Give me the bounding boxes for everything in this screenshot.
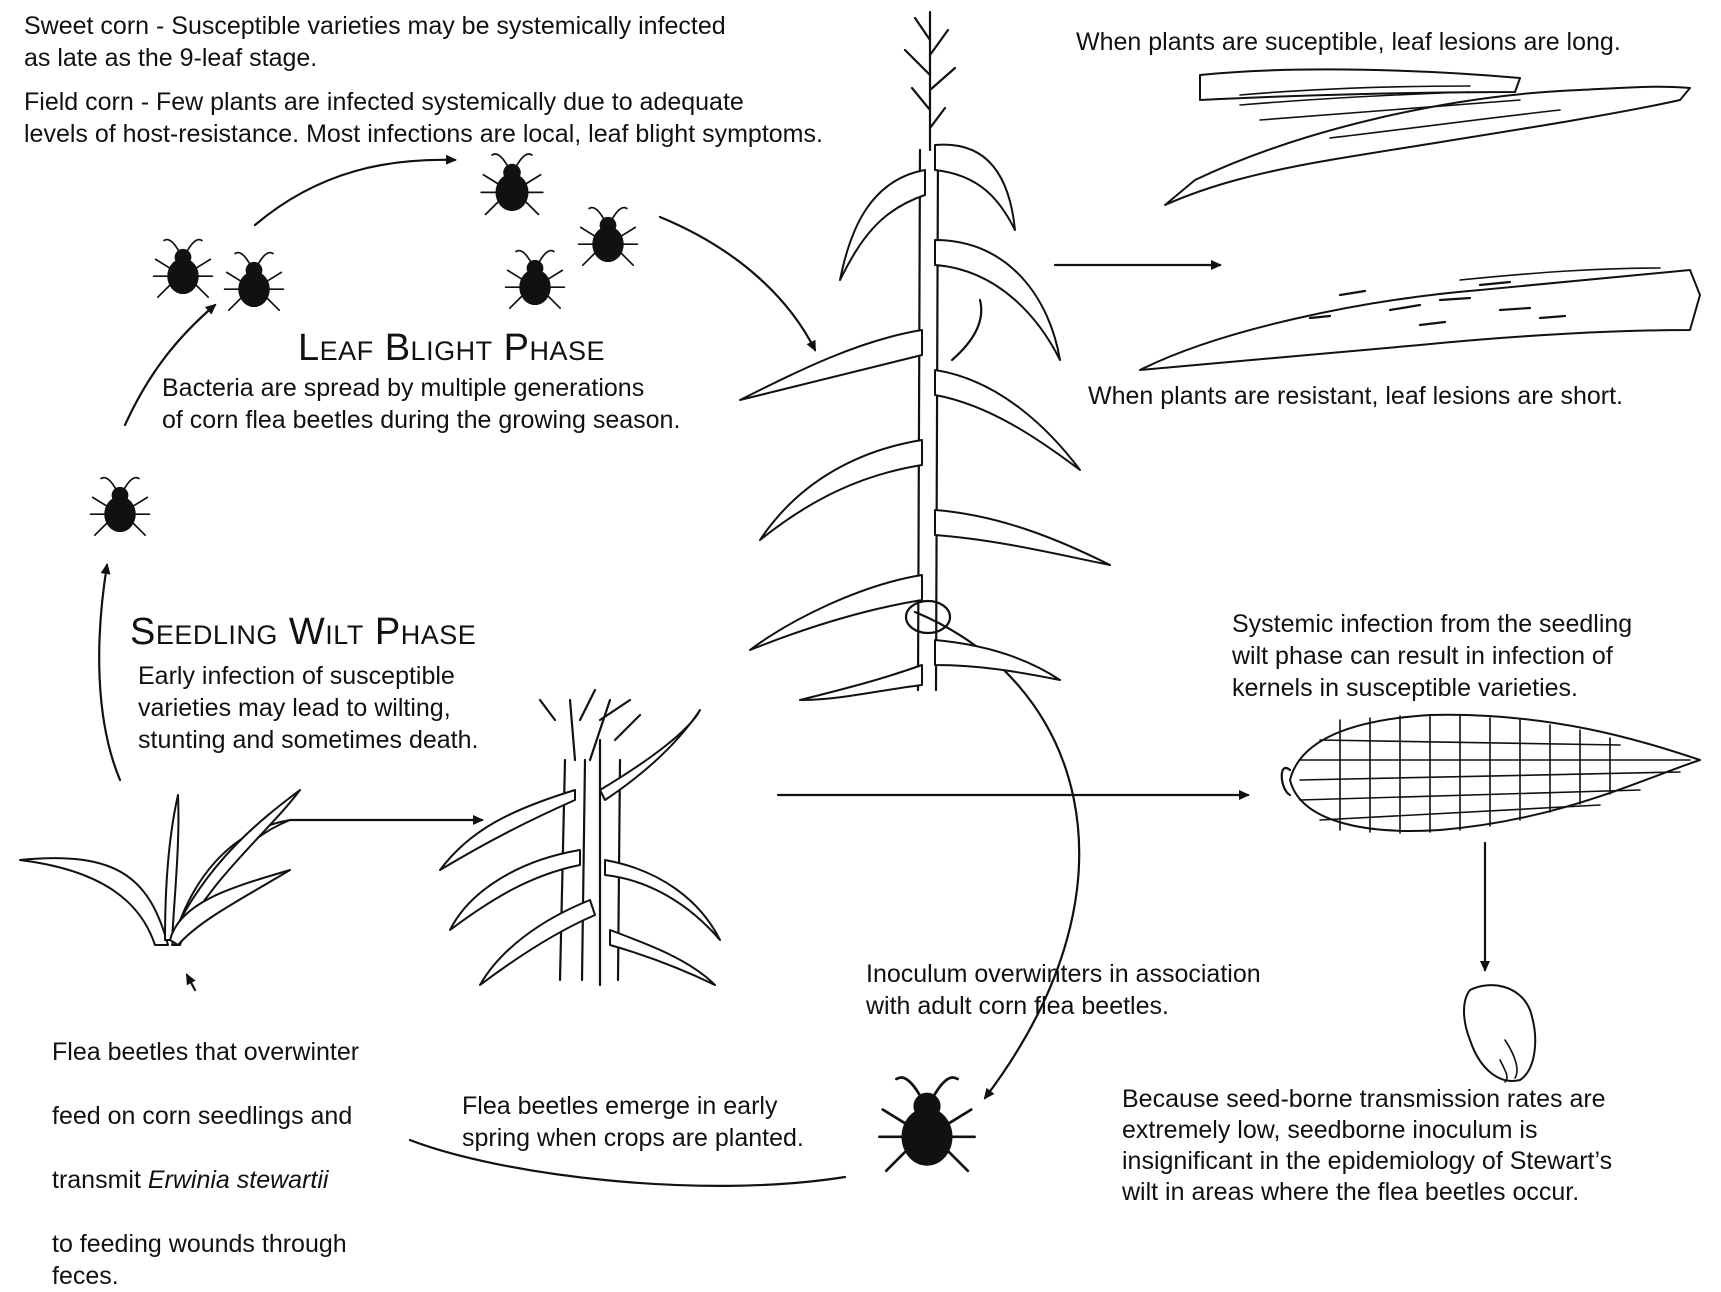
caption-line: Flea beetles that overwinter: [52, 1038, 359, 1066]
inoculum-overwinters-caption: Inoculum overwinters in association with…: [866, 958, 1261, 1022]
beetles-emerge-caption: Flea beetles emerge in early spring when…: [462, 1090, 804, 1154]
flea-beetle-icon: [91, 478, 150, 536]
seedling-wilt-phase-title: Seedling Wilt Phase: [130, 612, 476, 652]
flea-beetle-icon: [579, 208, 638, 266]
caption-line: to feeding wounds through feces.: [52, 1230, 347, 1290]
field-corn-note: Field corn - Few plants are infected sys…: [24, 86, 823, 150]
overwintering-flea-beetle-icon: [879, 1077, 974, 1170]
leaf-blight-phase-title: Leaf Blight Phase: [298, 328, 605, 368]
sweet-corn-note: Sweet corn - Susceptible varieties may b…: [24, 10, 726, 74]
wilted-corn-plants: [440, 690, 720, 985]
overwintering-beetles-caption: Flea beetles that overwinter feed on cor…: [52, 1004, 359, 1292]
systemic-infection-caption: Systemic infection from the seedling wil…: [1232, 608, 1632, 704]
flea-beetle-icon: [225, 253, 284, 311]
leaf-blight-phase-description: Bacteria are spread by multiple generati…: [162, 372, 680, 436]
caption-line: feed on corn seedlings and: [52, 1102, 352, 1130]
flea-beetle-icon: [506, 251, 565, 309]
susceptible-lesions-caption: When plants are suceptible, leaf lesions…: [1076, 26, 1621, 58]
resistant-lesions-caption: When plants are resistant, leaf lesions …: [1088, 380, 1623, 412]
pathogen-species-name: Erwinia stewartii: [148, 1166, 329, 1194]
seedling-wilt-phase-description: Early infection of susceptible varieties…: [138, 660, 478, 756]
flea-beetle-icon: [154, 240, 213, 298]
caption-line: transmit: [52, 1166, 148, 1194]
flea-beetle-icon: [481, 154, 543, 214]
corn-kernel: [1464, 985, 1535, 1082]
seedborne-transmission-caption: Because seed-borne transmission rates ar…: [1122, 1084, 1612, 1208]
susceptible-leaf-long-lesions: [1165, 69, 1690, 205]
corn-seedling: [20, 790, 300, 945]
resistant-leaf-short-lesions: [1140, 268, 1700, 370]
infected-corn-ear: [1282, 715, 1700, 833]
